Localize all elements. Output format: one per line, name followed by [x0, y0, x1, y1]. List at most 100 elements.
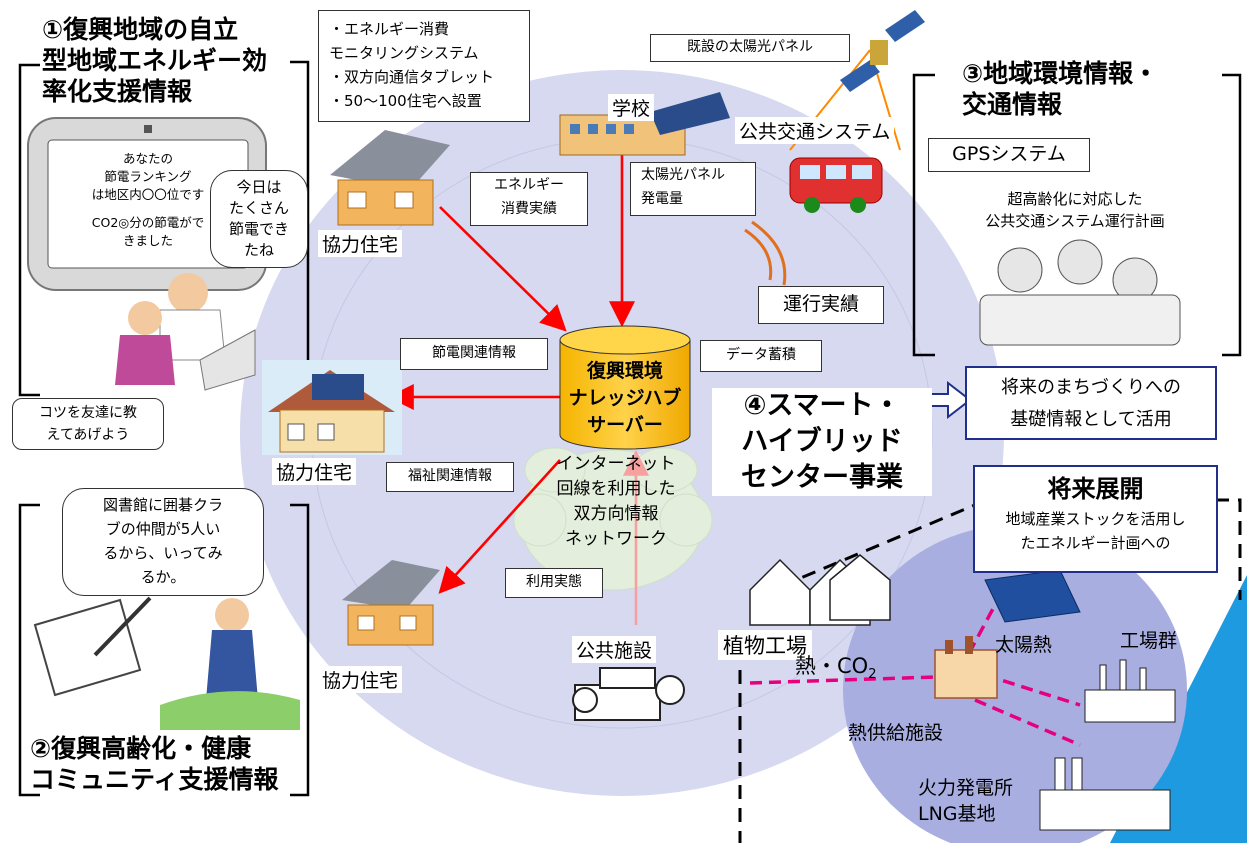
usage-status-label: 利用実態: [505, 568, 603, 598]
transport-plan-text: 超高齢化に対応した 公共交通システム運行計画: [930, 188, 1220, 232]
section-1-title-line: 型地域エネルギー効: [42, 46, 268, 75]
tablet-line: 節電ランキング: [104, 169, 192, 184]
future-expansion-line: 地域産業ストックを活用し: [1005, 510, 1186, 528]
section-3-title-line: 交通情報: [962, 90, 1063, 119]
thermal-plant-line: 火力発電所: [918, 777, 1014, 799]
elderly-couple: [115, 273, 256, 391]
bubble-line: 節電でき: [228, 220, 289, 238]
energy-consumption-label: エネルギー 消費実績: [470, 172, 588, 226]
thermal-plant-line: LNG基地: [918, 803, 996, 825]
system-feature-line: ・双方向通信タブレット: [329, 68, 495, 86]
tablet-line: CO2◎分の節電がで: [91, 215, 205, 230]
gps-system-label: GPSシステム: [928, 138, 1090, 172]
section-1-title-line: ①復興地域の自立: [42, 15, 239, 44]
energy-consumption-line: エネルギー: [494, 177, 564, 193]
server-label-line: ナレッジハブ: [568, 387, 682, 409]
data-storage-label: データ蓄積: [700, 340, 822, 372]
section-1-title-line: 率化支援情報: [42, 77, 193, 106]
future-expansion-box: 将来展開 地域産業ストックを活用し たエネルギー計画への: [973, 465, 1218, 573]
satellite: [840, 10, 925, 92]
network-text: インターネット 回線を利用した 双方向情報 ネットワーク: [540, 452, 692, 552]
heat-supply-label: 熱供給施設: [848, 722, 944, 744]
bus: [789, 157, 883, 213]
welfare-info-label: 福祉関連情報: [386, 462, 514, 492]
solar-panel-array: [984, 569, 1081, 623]
existing-solar-label: 既設の太陽光パネル: [650, 34, 850, 62]
operation-record-label: 運行実績: [758, 286, 884, 324]
future-expansion-line: たエネルギー計画への: [1020, 534, 1171, 552]
transport-plan-line: 超高齢化に対応した: [1007, 190, 1143, 208]
greenhouses: [749, 554, 891, 626]
tablet-line: あなたの: [122, 151, 173, 166]
bubble-line: たくさん: [228, 199, 289, 217]
section-4-title-line: ④スマート・: [743, 390, 901, 421]
server-label-line: 復興環境: [586, 360, 663, 382]
speech-bubble-today: 今日は たくさん 節電でき たね: [210, 170, 308, 268]
school-label: 学校: [608, 94, 655, 121]
heat-co2-subscript: 2: [868, 667, 877, 683]
future-info-line: 将来のまちづくりへの: [1001, 377, 1181, 398]
public-facility-building: [572, 667, 685, 721]
section-1-title: ①復興地域の自立 型地域エネルギー効 率化支援情報: [42, 14, 302, 107]
transport-plan-line: 公共交通システム運行計画: [985, 212, 1165, 230]
server-label-line: サーバー: [587, 414, 663, 436]
bubble-line: るから、いってみ: [103, 544, 223, 562]
bubble-line: えてあげよう: [46, 427, 130, 443]
speech-bubble-library: 図書館に囲碁クラ ブの仲間が5人い るから、いってみ るか。: [62, 488, 264, 596]
future-expansion-title: 将来展開: [1047, 475, 1144, 503]
coop-house-label: 協力住宅: [272, 458, 357, 485]
network-line: インターネット: [556, 454, 676, 474]
house-top-left: [330, 130, 450, 226]
energy-consumption-line: 消費実績: [501, 201, 557, 217]
heat-co2-text: 熱・CO: [795, 654, 869, 678]
solar-heat-label: 太陽熱: [995, 634, 1053, 656]
solar-output-label: 太陽光パネル 発電量: [630, 162, 756, 216]
server-cylinder: [559, 325, 691, 450]
business-people: [979, 239, 1181, 346]
network-line: ネットワーク: [565, 529, 667, 549]
thermal-plant: [1039, 757, 1171, 831]
plant-factory-label: 植物工場: [718, 630, 812, 660]
power-saving-info-label: 節電関連情報: [400, 338, 548, 370]
solar-output-line: 発電量: [641, 191, 683, 207]
coop-house-label: 協力住宅: [318, 230, 403, 257]
section-2-title-line: コミュニティ支援情報: [30, 765, 279, 794]
tablet-line: は地区内〇〇位です: [91, 187, 205, 202]
server-label: 復興環境 ナレッジハブ サーバー: [560, 358, 690, 439]
future-info-line: 基礎情報として活用: [1010, 409, 1172, 430]
section-4-title-line: センター事業: [741, 462, 903, 493]
bubble-line: ブの仲間が5人い: [105, 520, 221, 538]
public-transport-label: 公共交通システム: [735, 117, 895, 144]
network-line: 双方向情報: [573, 504, 659, 524]
section-3-title: ③地域環境情報・ 交通情報: [962, 58, 1232, 120]
section-2-title: ②復興高齢化・健康 コミュニティ支援情報: [30, 733, 310, 795]
system-feature-line: モニタリングシステム: [329, 44, 479, 62]
speech-bubble-friend: コツを友達に教 えてあげよう: [12, 398, 164, 450]
system-feature-line: ・エネルギー消費: [329, 20, 450, 38]
section-3-title-line: ③地域環境情報・: [962, 59, 1159, 88]
tablet-device: [27, 117, 267, 291]
pen-tablet: [33, 596, 152, 697]
future-circle: [843, 525, 1187, 843]
tablet-line: きました: [122, 233, 173, 248]
public-facility-label: 公共施設: [572, 636, 657, 663]
bubble-line: 今日は: [236, 178, 282, 196]
school-building: [559, 92, 730, 156]
system-feature-box: ・エネルギー消費 モニタリングシステム ・双方向通信タブレット ・50～100住…: [318, 10, 530, 122]
factories-label: 工場群: [1120, 630, 1178, 652]
system-feature-line: ・50～100住宅へ設置: [329, 92, 482, 110]
bubble-line: コツを友達に教: [39, 405, 137, 421]
bubble-line: 図書館に囲碁クラ: [102, 496, 223, 514]
future-info-box: 将来のまちづくりへの 基礎情報として活用: [965, 366, 1217, 440]
section-2-title-line: ②復興高齢化・健康: [30, 734, 252, 763]
network-line: 回線を利用した: [556, 479, 676, 499]
heat-co2-label: 熱・CO2: [795, 650, 876, 682]
elderly-man: [160, 598, 300, 730]
tablet-screen-text: あなたの 節電ランキング は地区内〇〇位です CO2◎分の節電がで きました: [50, 150, 246, 250]
bubble-line: たね: [243, 241, 274, 259]
house-middle-left: [262, 360, 402, 455]
heat-supply-facility: [934, 636, 998, 699]
section-4-title-line: ハイブリッド: [741, 426, 903, 457]
house-bottom-left: [342, 560, 440, 646]
